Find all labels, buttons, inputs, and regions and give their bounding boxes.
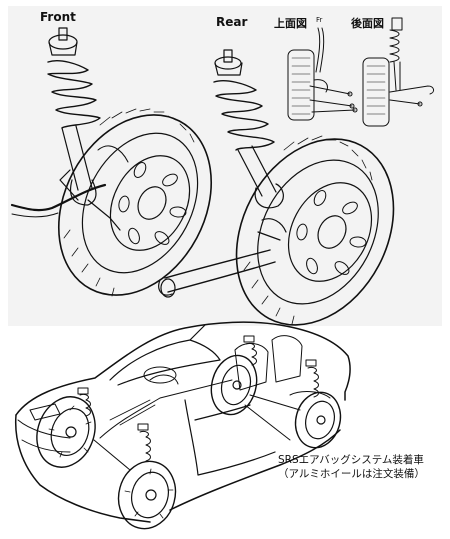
top-view-inset <box>287 27 358 121</box>
rear-suspension-drawing <box>158 49 395 326</box>
rear-label: Rear <box>216 15 248 29</box>
car-rear-left-wheel <box>210 354 258 416</box>
front-suspension-drawing <box>10 27 213 297</box>
rear-view-inset <box>362 17 435 127</box>
caption-line-1: SRSエアバッグシステム装着車 <box>278 454 424 466</box>
caption: SRSエアバッグシステム装着車 （アルミホイールは注文装備） <box>278 453 425 481</box>
front-label: Front <box>40 10 76 24</box>
caption-line-2: （アルミホイールは注文装備） <box>278 468 425 480</box>
car-suspension-struts <box>77 335 319 471</box>
car-front-left-wheel <box>36 396 96 468</box>
suspension-panel <box>8 6 442 326</box>
car-front-right-wheel <box>117 460 177 530</box>
top-view-label: 上面図 <box>274 17 307 30</box>
car-rear-right-wheel <box>294 391 342 449</box>
car-drawing <box>14 321 351 523</box>
top-view-marker: Fr <box>316 16 323 24</box>
rear-view-label: 後面図 <box>351 17 384 30</box>
